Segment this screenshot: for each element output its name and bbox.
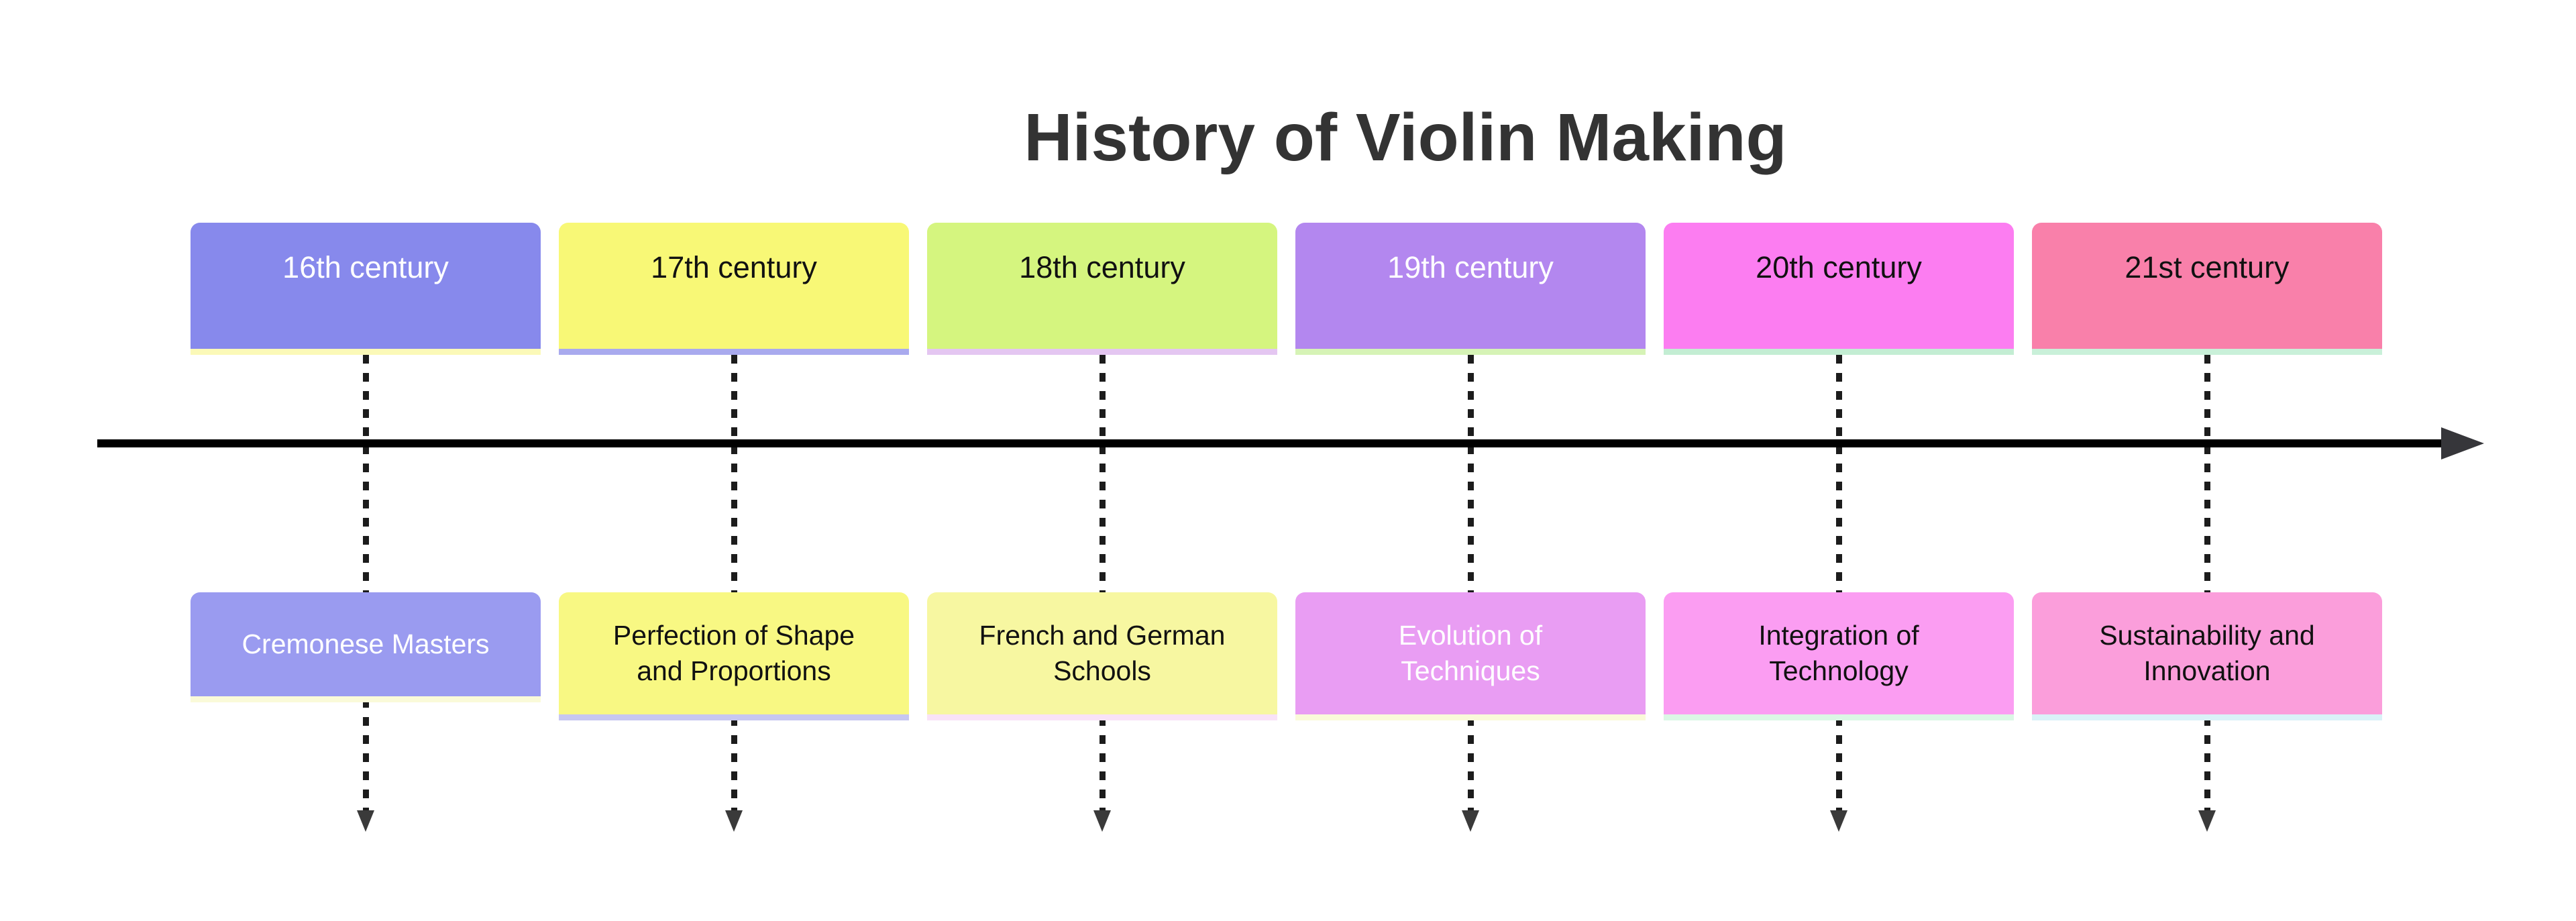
period-underline (1295, 349, 1646, 355)
down-arrowhead-icon (1093, 810, 1111, 832)
event-underline (559, 714, 909, 720)
event-box: French and German Schools (927, 592, 1277, 714)
event-label: Sustainability and Innovation (2099, 620, 2315, 686)
event-underline (1295, 714, 1646, 720)
period-box: 17th century (559, 223, 909, 349)
down-arrowhead-icon (1462, 810, 1479, 832)
event-underline (191, 696, 541, 702)
down-arrowhead-icon (1830, 810, 1847, 832)
timeline-column-20th-century: 20th century Integration of Technology (1664, 0, 2014, 921)
period-underline (559, 349, 909, 355)
timeline-column-18th-century: 18th century French and German Schools (927, 0, 1277, 921)
period-underline (191, 349, 541, 355)
event-underline (2032, 714, 2382, 720)
period-box: 18th century (927, 223, 1277, 349)
period-label: 18th century (1019, 250, 1185, 284)
period-underline (1664, 349, 2014, 355)
dashed-connector-line (362, 355, 369, 810)
event-box: Perfection of Shape and Proportions (559, 592, 909, 714)
down-arrowhead-icon (2198, 810, 2216, 832)
event-box: Integration of Technology (1664, 592, 2014, 714)
period-label: 21st century (2125, 250, 2290, 284)
event-label: French and German Schools (979, 620, 1226, 686)
event-label: Cremonese Masters (241, 629, 490, 659)
period-label: 16th century (282, 250, 449, 284)
event-label: Integration of Technology (1758, 620, 1919, 686)
dashed-connector-line (731, 355, 737, 810)
period-label: 20th century (1756, 250, 1922, 284)
period-box: 20th century (1664, 223, 2014, 349)
event-label: Perfection of Shape and Proportions (612, 620, 855, 686)
timeline-column-16th-century: 16th century Cremonese Masters (191, 0, 541, 921)
period-underline (2032, 349, 2382, 355)
period-box: 19th century (1295, 223, 1646, 349)
down-arrowhead-icon (357, 810, 374, 832)
event-box: Sustainability and Innovation (2032, 592, 2382, 714)
event-box: Cremonese Masters (191, 592, 541, 696)
period-underline (927, 349, 1277, 355)
timeline-axis-line (97, 439, 2442, 447)
period-box: 16th century (191, 223, 541, 349)
dashed-connector-line (2204, 355, 2210, 810)
timeline-column-21st-century: 21st century Sustainability and Innovati… (2032, 0, 2382, 921)
dashed-connector-line (1467, 355, 1474, 810)
event-box: Evolution of Techniques (1295, 592, 1646, 714)
dashed-connector-line (1099, 355, 1106, 810)
dashed-connector-line (1835, 355, 1842, 810)
event-underline (1664, 714, 2014, 720)
timeline-column-17th-century: 17th century Perfection of Shape and Pro… (559, 0, 909, 921)
down-arrowhead-icon (725, 810, 743, 832)
period-label: 17th century (651, 250, 817, 284)
event-underline (927, 714, 1277, 720)
event-label: Evolution of Techniques (1398, 620, 1543, 686)
diagram-title: History of Violin Making (1024, 100, 1787, 175)
period-label: 19th century (1387, 250, 1554, 284)
timeline-axis-arrowhead-icon (2441, 427, 2484, 459)
timeline-column-19th-century: 19th century Evolution of Techniques (1295, 0, 1646, 921)
period-box: 21st century (2032, 223, 2382, 349)
